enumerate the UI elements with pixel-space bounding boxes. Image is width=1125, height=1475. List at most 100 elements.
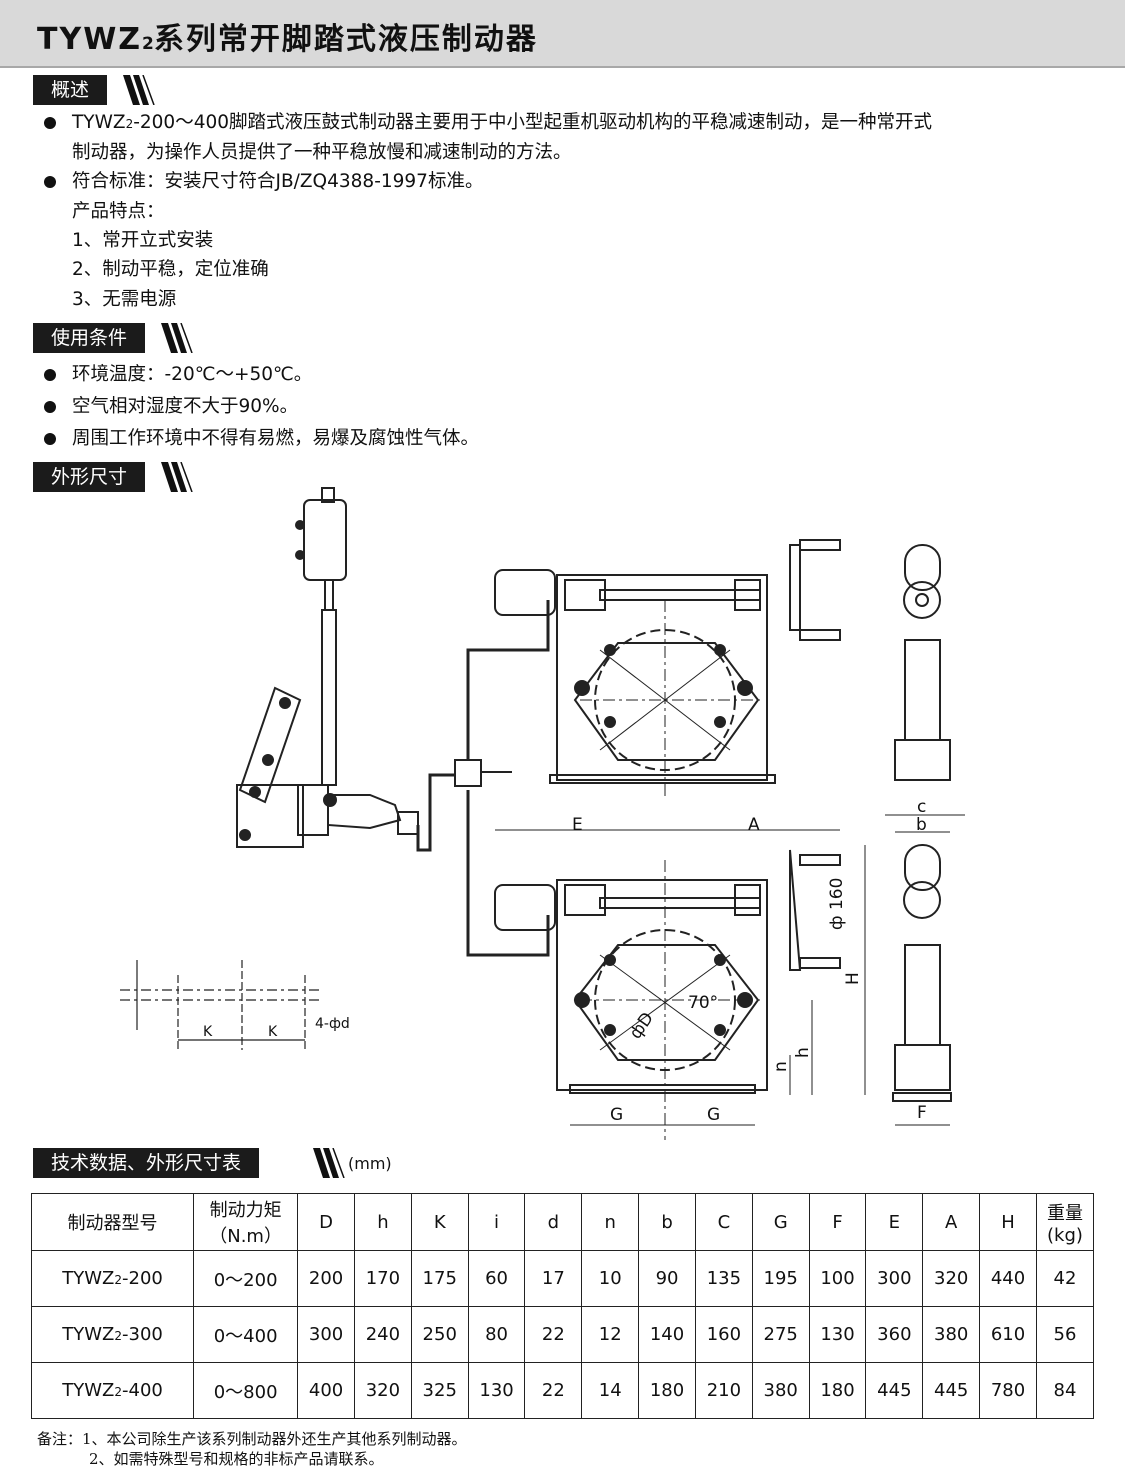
dim-label-n: n [771,1061,791,1072]
table-cell: 445 [922,1362,981,1419]
table-header: i [467,1193,526,1251]
table-cell: 610 [979,1306,1037,1363]
table-cell: 200 [297,1250,355,1307]
dim-label-G2: G [707,1105,720,1125]
dim-label-phiD: фD [626,1009,658,1043]
table-cell: 325 [410,1362,469,1419]
page-title: TYWZ2系列常开脚踏式液压制动器 [37,22,538,57]
table-cell-model: TYWZ2-300 [30,1306,195,1363]
table-cell: 0～400 [193,1306,299,1363]
table-cell: 84 [1035,1362,1095,1419]
feature-item: 1、常开立式安装 [72,230,214,251]
table-cell: 17 [524,1250,583,1307]
table-cell: 180 [808,1362,867,1419]
table-cell: 300 [297,1306,355,1363]
table-cell: 170 [353,1250,412,1307]
table-cell: 780 [979,1362,1037,1419]
table-header: K [410,1193,469,1251]
table-header: h [353,1193,412,1251]
bullet-icon [44,117,56,129]
brake-front-view-bottom [494,829,866,1140]
dim-label-K: K [203,1024,213,1040]
section-header-dimensions: 外形尺寸 [33,462,193,492]
table-cell: 380 [751,1362,810,1419]
table-cell: 160 [694,1306,753,1363]
table-header: n [581,1193,640,1251]
table-header: H [979,1193,1037,1251]
table-cell: 180 [638,1362,696,1419]
table-header-row: 制动器型号 制动力矩（N.m） D h K i d n b C G F E A … [30,1193,1095,1251]
table-cell: 275 [751,1306,810,1363]
table-header: 重量(kg) [1035,1193,1095,1251]
brake-side-view [885,544,965,1126]
table-cell: 210 [694,1362,753,1419]
table-cell: 56 [1035,1306,1095,1363]
table-cell: 400 [297,1362,355,1419]
section-header-conditions: 使用条件 [33,323,193,353]
bullet-icon [44,401,56,413]
features-title: 产品特点： [72,201,165,222]
slash-decor-icon [161,323,193,353]
table-cell: 14 [581,1362,640,1419]
section-header-overview: 概述 [33,75,155,105]
condition-item: 环境温度：-20℃～+50℃。 [72,364,313,385]
table-header: b [638,1193,696,1251]
table-row: TYWZ2-400 0～800 400 320 325 130 22 14 18… [30,1362,1095,1419]
note-line-1: 备注：1、本公司除生产该系列制动器外还生产其他系列制动器。 [37,1430,467,1448]
bullet-icon [44,369,56,381]
dim-label-G: G [610,1105,623,1125]
table-cell: 42 [1035,1250,1095,1307]
table-header: D [297,1193,355,1251]
overview-para-1-line2: 制动器，为操作人员提供了一种平稳放慢和减速制动的方法。 [72,142,572,163]
table-header: A [922,1193,981,1251]
dim-label-A: A [748,815,760,835]
note-line-2: 2、如需特殊型号和规格的非标产品请联系。 [89,1450,384,1468]
table-cell: 195 [751,1250,810,1307]
bullet-icon [44,433,56,445]
table-row: TYWZ2-300 0～400 300 240 250 80 22 12 140… [30,1306,1095,1363]
table-header: d [524,1193,583,1251]
table-cell: 22 [524,1306,583,1363]
table-cell: 12 [581,1306,640,1363]
section-title: 概述 [33,75,108,105]
table-cell: 320 [922,1250,981,1307]
brake-front-view-top [494,539,841,800]
table-cell: 250 [410,1306,469,1363]
dim-label-h: h [793,1047,813,1058]
table-header: G [751,1193,810,1251]
overview-para-1: TYWZ2-200～400脚踏式液压鼓式制动器主要用于中小型起重机驱动机构的平稳… [72,112,933,133]
table-cell: 60 [467,1250,526,1307]
table-cell: 300 [865,1250,924,1307]
title-bar: TYWZ2系列常开脚踏式液压制动器 [0,0,1125,68]
table-cell: 130 [467,1362,526,1419]
dim-label-c: c [917,797,926,817]
dim-label-K2: K [268,1024,278,1040]
bullet-icon [44,176,56,188]
slash-decor-icon [123,75,155,105]
table-cell: 10 [581,1250,640,1307]
table-cell: 135 [694,1250,753,1307]
section-header-tech: 技术数据、外形尺寸表 (mm) [33,1148,392,1178]
unit-label: (mm) [348,1154,392,1173]
table-cell-model: TYWZ2-400 [30,1362,195,1419]
table-cell: 0～800 [193,1362,299,1419]
dim-label-holes: 4-фd [315,1016,350,1032]
table-header: C [694,1193,753,1251]
table-cell: 240 [353,1306,412,1363]
table-cell: 100 [808,1250,867,1307]
hydraulic-hose [416,600,550,957]
table-cell: 380 [922,1306,981,1363]
table-cell: 80 [467,1306,526,1363]
condition-item: 空气相对湿度不大于90%。 [72,396,299,417]
table-row: TYWZ2-200 0～200 200 170 175 60 17 10 90 … [30,1250,1095,1307]
dim-label-E: E [572,815,583,835]
dim-label-H: H [843,972,863,985]
pedal-assembly [236,487,419,848]
table-header: 制动力矩（N.m） [193,1193,299,1251]
condition-item: 周围工作环境中不得有易燃，易爆及腐蚀性气体。 [72,428,480,449]
dimension-labels: E A c b ф 160 H h n G G F K K 4-фd фD 70… [203,797,927,1125]
table-cell: 175 [410,1250,469,1307]
table-cell: 22 [524,1362,583,1419]
dim-label-phi160: ф 160 [827,878,847,930]
table-cell: 440 [979,1250,1037,1307]
